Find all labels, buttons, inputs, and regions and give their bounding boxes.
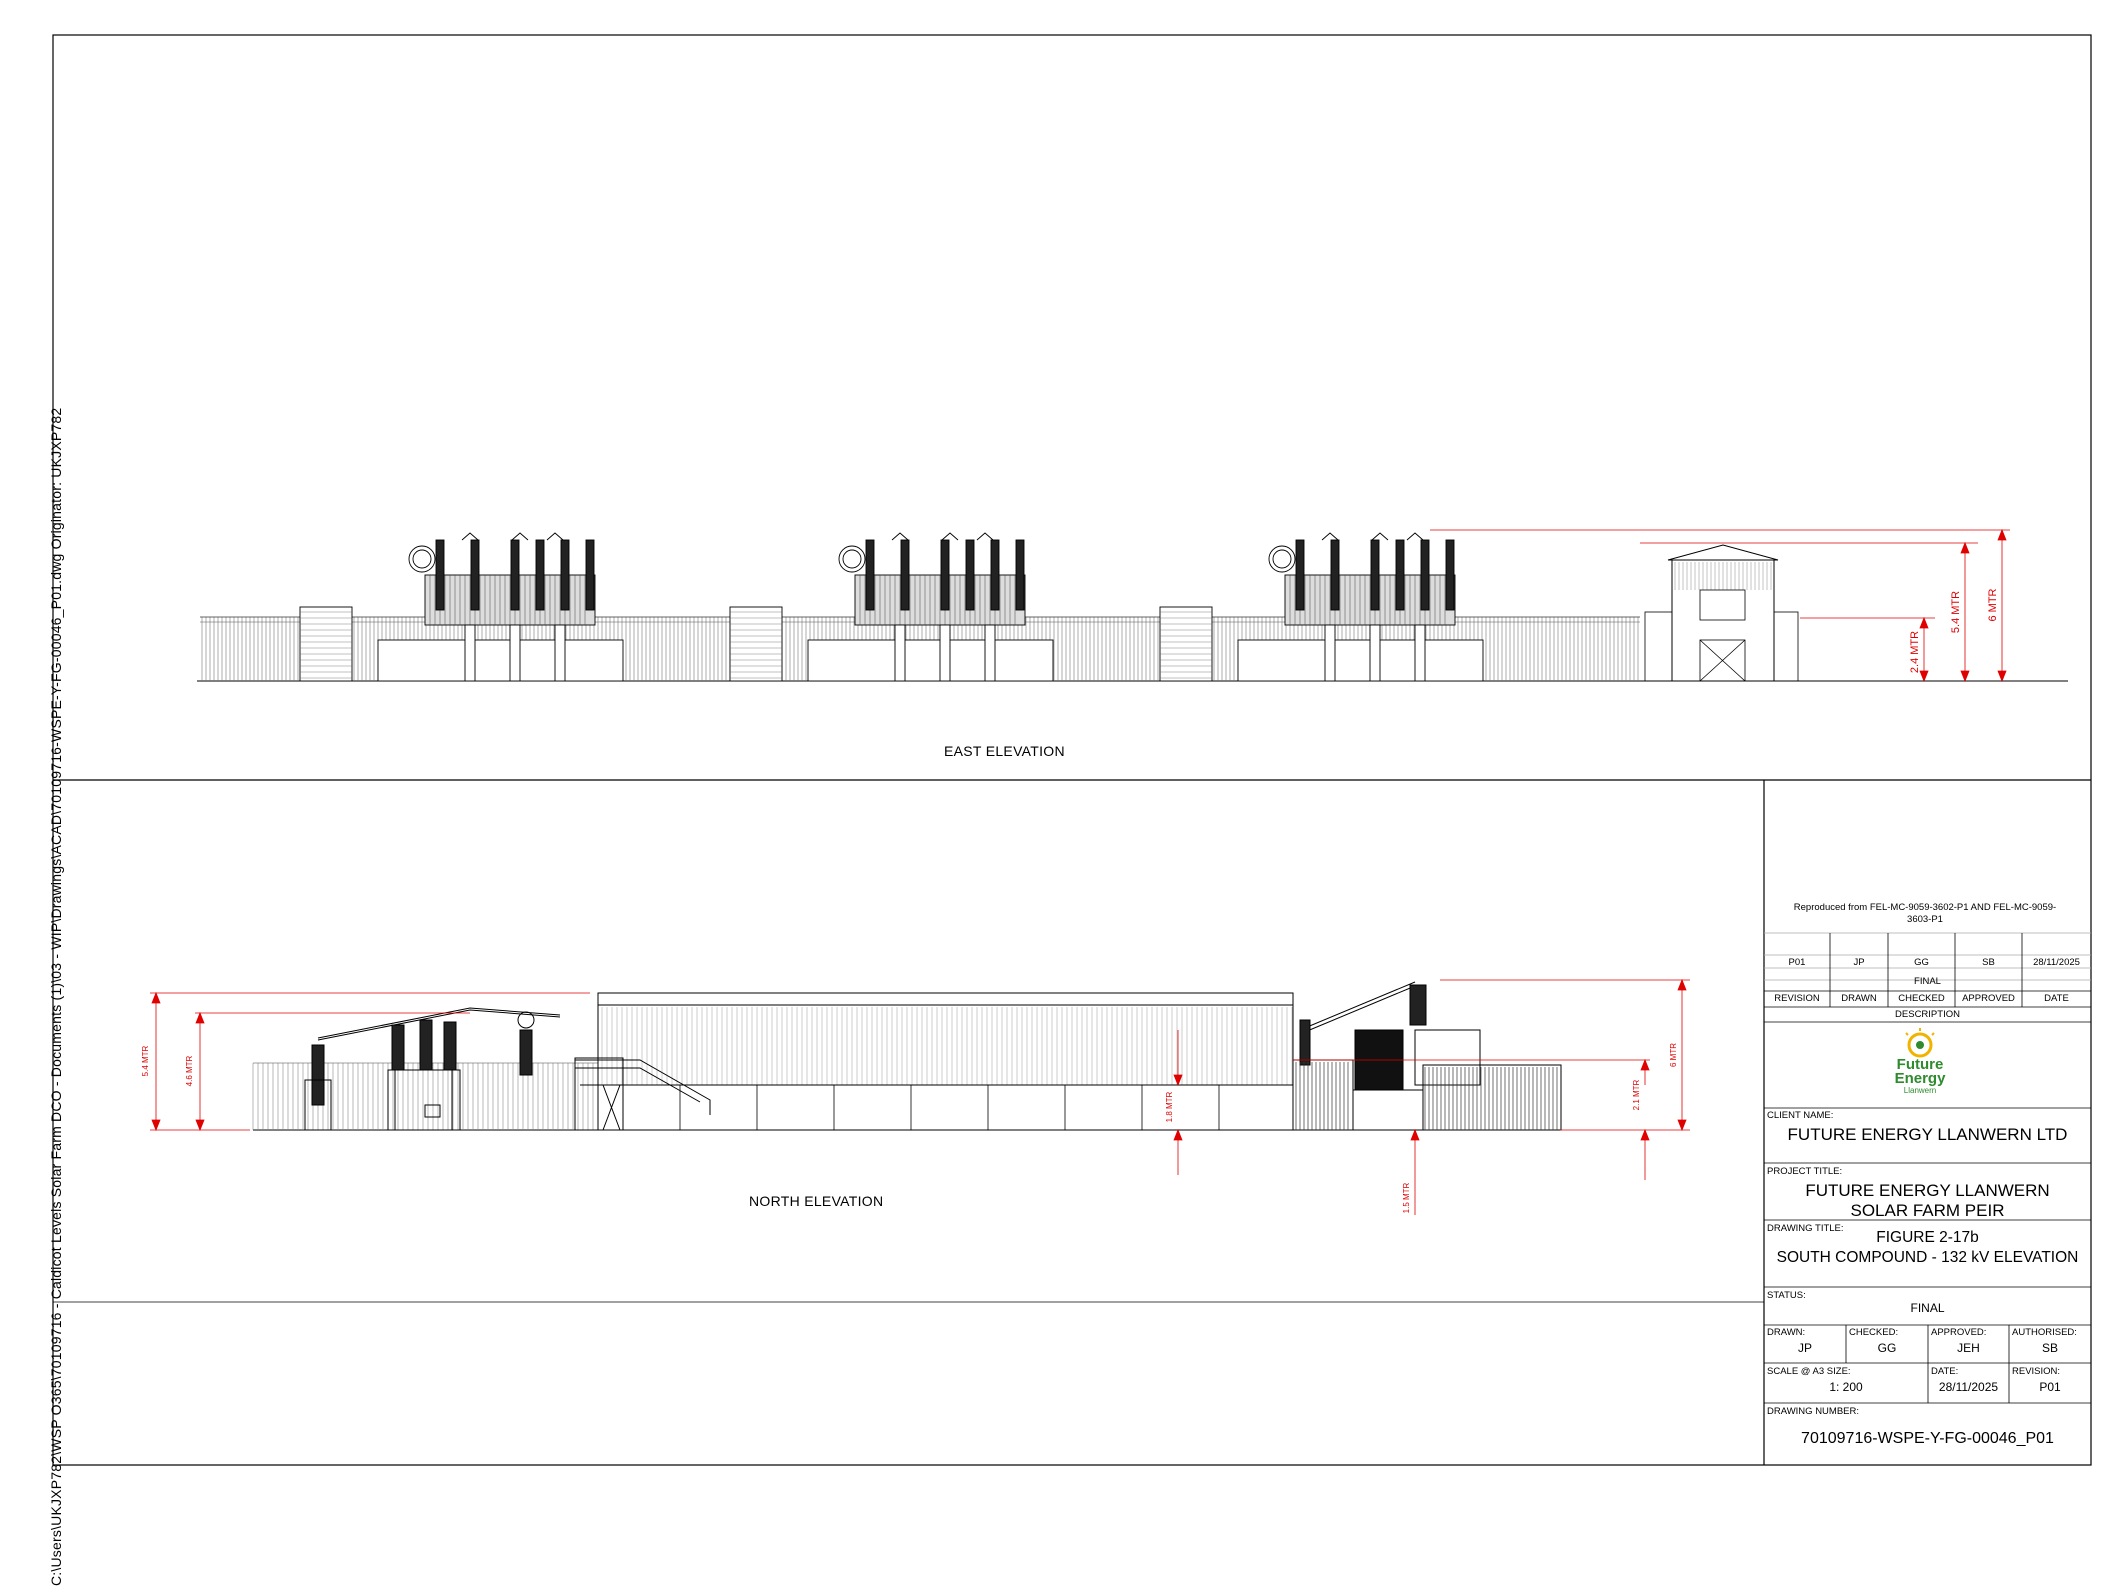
drawn-label: DRAWN: [1767, 1327, 1806, 1338]
drawing-canvas: 2.4 MTR 5.4 MTR 6 MTR [52, 34, 2092, 1466]
scale-value: 1: 200 [1829, 1380, 1863, 1394]
status-label: STATUS: [1767, 1290, 1806, 1301]
east-elevation-title: EAST ELEVATION [944, 743, 1065, 759]
north-dim-4-6: 4.6 MTR [185, 1055, 194, 1086]
switchgear-group [299, 532, 624, 682]
access-stairs [574, 1057, 711, 1131]
project-title-line-2: SOLAR FARM PEIR [1850, 1201, 2005, 1220]
logo-text: Future Energy Llanwern [1880, 1056, 1960, 1095]
client-label: CLIENT NAME: [1767, 1110, 1834, 1121]
control-building-east [1644, 544, 1799, 682]
checked-value: GG [1877, 1341, 1897, 1355]
rev-row-checked: GG [1914, 957, 1929, 968]
approved-label: APPROVED: [1931, 1327, 1987, 1338]
reproduction-note: Reproduced from FEL-MC-9059-3602-P1 AND … [1793, 902, 2057, 925]
project-title: FUTURE ENERGY LLANWERN SOLAR FARM PEIR [1764, 1181, 2091, 1221]
north-elevation-drawing: 5.4 MTR 4.6 MTR 1.8 MTR 1.5 MTR 2.1 MTR … [141, 978, 1690, 1215]
future-energy-logo [1905, 1028, 1935, 1058]
logo-line-3: Llanwern [1903, 1086, 1937, 1095]
checked-label: CHECKED: [1849, 1327, 1899, 1338]
control-building-north [597, 992, 1294, 1131]
rev-row-revision: P01 [1788, 957, 1806, 968]
switchgear-group [729, 532, 1054, 682]
drawn-value: JP [1797, 1341, 1812, 1355]
revision-label: REVISION: [2012, 1366, 2061, 1377]
revision-value: P01 [2039, 1380, 2061, 1394]
north-dim-6: 6 MTR [1669, 1043, 1678, 1067]
header-date: DATE [2044, 993, 2069, 1004]
north-dim-5-4: 5.4 MTR [141, 1045, 150, 1076]
logo-line-1: Future [1896, 1056, 1944, 1073]
sheet-border [52, 34, 2092, 1466]
header-drawn: DRAWN [1841, 993, 1877, 1004]
drawing-title-line-1: FIGURE 2-17b [1876, 1229, 1979, 1246]
description-label: DESCRIPTION [1895, 1009, 1960, 1020]
header-approved: APPROVED [1962, 993, 2015, 1004]
east-dim-6: 6 MTR [1987, 588, 1999, 621]
north-dim-1-8: 1.8 MTR [1165, 1091, 1174, 1122]
authorised-value: SB [2041, 1341, 2058, 1355]
authorised-label: AUTHORISED: [2012, 1327, 2077, 1338]
scale-label: SCALE @ A3 SIZE: [1767, 1366, 1851, 1377]
header-revision: REVISION [1774, 993, 1820, 1004]
title-block-grid [1764, 932, 2091, 1404]
east-dim-2-4: 2.4 MTR [1909, 631, 1921, 673]
drawing-title-label: DRAWING TITLE: [1767, 1223, 1844, 1234]
drawing-title-line-2: SOUTH COMPOUND - 132 kV ELEVATION [1776, 1249, 2079, 1266]
rev-row-date: 28/11/2025 [2033, 957, 2080, 968]
header-checked: CHECKED [1898, 993, 1945, 1004]
project-label: PROJECT TITLE: [1767, 1166, 1843, 1177]
drawing-sheet: C:\Users\UKJXP782\WSP O365\70109716 - Ca… [48, 34, 2092, 1586]
project-title-line-1: FUTURE ENERGY LLANWERN [1805, 1181, 2050, 1200]
drawing-number: 70109716-WSPE-Y-FG-00046_P01 [1801, 1430, 2054, 1447]
status-value: FINAL [1910, 1301, 1945, 1315]
approved-value: JEH [1957, 1341, 1980, 1355]
north-dimensions [150, 978, 1690, 1215]
north-elevation-title: NORTH ELEVATION [749, 1193, 884, 1209]
east-dimensions [1430, 528, 2010, 683]
date-label: DATE: [1931, 1366, 1959, 1377]
north-dim-1-5: 1.5 MTR [1402, 1182, 1411, 1213]
rev-row-drawn: JP [1853, 957, 1865, 968]
rev-description: FINAL [1914, 976, 1941, 987]
rev-row-approved: SB [1982, 957, 1995, 968]
east-elevation-drawing: 2.4 MTR 5.4 MTR 6 MTR [197, 528, 2068, 683]
north-dim-2-1: 2.1 MTR [1632, 1079, 1641, 1110]
east-dim-5-4: 5.4 MTR [1950, 591, 1962, 633]
date-value: 28/11/2025 [1938, 1380, 1999, 1394]
drawing-title: FIGURE 2-17b SOUTH COMPOUND - 132 kV ELE… [1764, 1228, 2091, 1268]
logo-line-2: Energy [1894, 1070, 1946, 1087]
switchgear-group [1159, 532, 1484, 682]
gantry-left [304, 1007, 561, 1131]
client-name: FUTURE ENERGY LLANWERN LTD [1787, 1125, 2068, 1144]
drawing-number-label: DRAWING NUMBER: [1767, 1406, 1860, 1417]
